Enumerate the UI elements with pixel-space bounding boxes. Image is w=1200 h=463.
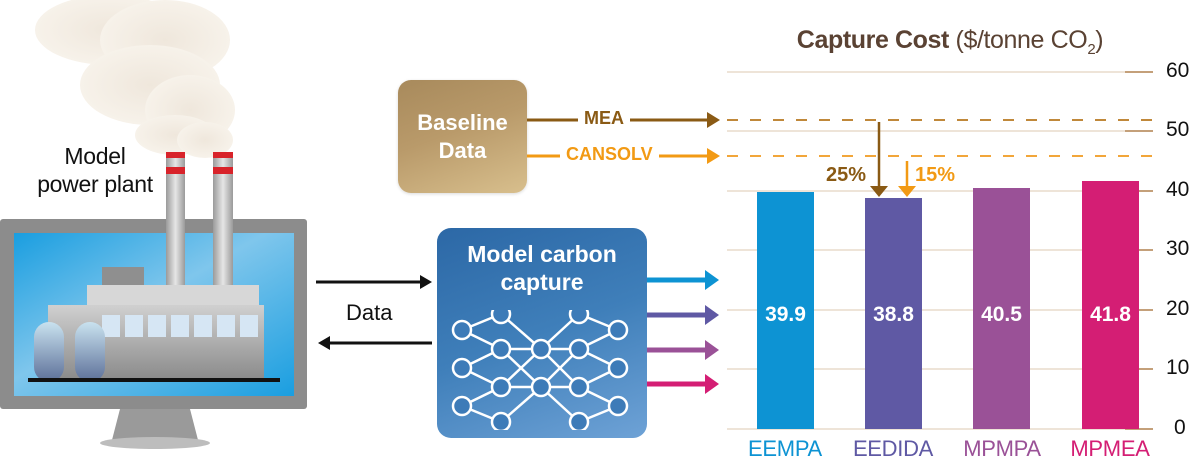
category-mpmea: MPMEA <box>1070 436 1150 461</box>
reduction-arrow-mea-icon <box>870 186 888 197</box>
bar-value-eempa: 39.9 <box>765 303 806 326</box>
ytick-60: 60 <box>1166 59 1190 82</box>
ytick-30: 30 <box>1166 237 1190 260</box>
monitor-stand <box>112 409 198 440</box>
model-carbon-capture-title: Model carbon capture <box>467 241 617 295</box>
reduction-label-mea: 25% <box>826 164 867 186</box>
plant-label: Model power plant <box>37 143 153 197</box>
category-eempa: EEMPA <box>748 436 822 461</box>
bar-value-eedida: 38.8 <box>873 303 914 326</box>
arrow-right-icon <box>420 275 432 289</box>
bar-value-mpmpa: 40.5 <box>981 303 1022 326</box>
ytick-20: 20 <box>1166 297 1190 320</box>
cansolv-label: CANSOLV <box>560 144 659 165</box>
reduction-arrow-cansolv-icon <box>898 186 916 197</box>
ytick-10: 10 <box>1166 356 1190 379</box>
reduction-label-cansolv: 15% <box>915 164 956 186</box>
arrow-mpmpa-icon <box>705 340 719 360</box>
ytick-50: 50 <box>1166 118 1190 141</box>
output-arrows <box>647 270 719 394</box>
arrow-mpmea-icon <box>705 374 719 394</box>
bar-eempa <box>757 192 814 429</box>
ytick-0: 0 <box>1174 416 1186 439</box>
data-arrows <box>316 275 432 350</box>
bar-chart <box>727 71 1153 430</box>
chart-title: Capture Cost ($/tonne CO2) <box>796 26 1104 58</box>
neural-network-icon <box>451 310 629 430</box>
arrow-left-icon <box>318 336 330 350</box>
mea-arrow-icon <box>707 112 720 128</box>
category-eedida: EEDIDA <box>852 436 934 461</box>
category-mpmpa: MPMPA <box>963 436 1041 461</box>
arrow-eedida-icon <box>705 305 719 325</box>
cansolv-arrow-icon <box>707 148 720 164</box>
bar-value-mpmea: 41.8 <box>1090 303 1131 326</box>
ytick-40: 40 <box>1166 178 1190 201</box>
bar-mpmpa <box>973 188 1030 429</box>
bar-eedida <box>865 198 922 429</box>
data-label: Data <box>346 300 393 325</box>
power-plant-illustration <box>0 0 307 449</box>
arrow-eempa-icon <box>705 270 719 290</box>
bar-mpmea <box>1082 181 1139 429</box>
smoke-cloud <box>35 0 235 158</box>
mea-label: MEA <box>578 108 630 129</box>
baseline-data-box: Baseline Data <box>398 80 527 193</box>
